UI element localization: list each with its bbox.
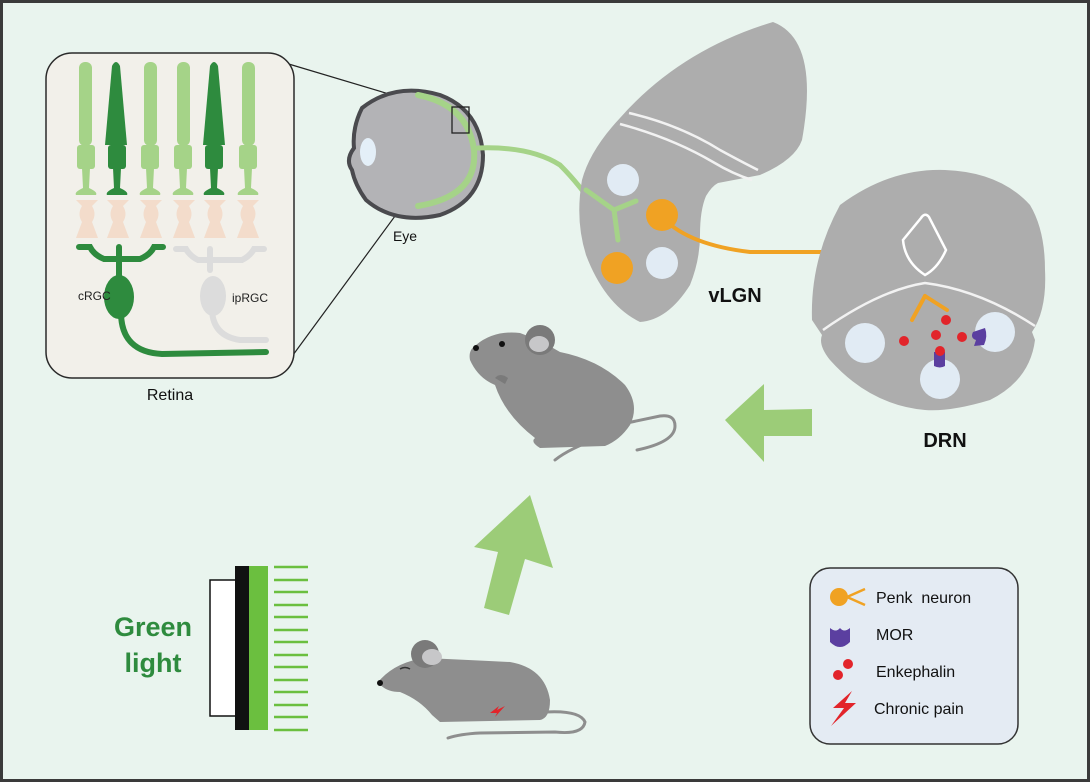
mor-receptor [934, 352, 945, 368]
eye: Eye [347, 88, 486, 244]
eye-label: Eye [393, 228, 417, 244]
vlgn-boundary-line [619, 122, 753, 182]
mouse-ear-inner [422, 649, 442, 665]
green-light-label-line2: light [125, 648, 182, 678]
legend-label-enkephalin: Enkephalin [876, 664, 955, 681]
legend-label-chronic-pain: Chronic pain [874, 701, 964, 718]
crgc-cell [76, 244, 269, 358]
iprgc-label: ipRGC [232, 291, 268, 305]
mouse-relieved [469, 325, 677, 462]
crgc-label: cRGC [78, 289, 111, 303]
light-rays [274, 565, 308, 732]
mouse-pain [377, 640, 587, 740]
mouse-nose [473, 345, 479, 351]
bipolar-cell [237, 200, 259, 238]
eye-lens-icon [360, 138, 376, 166]
cone-cell [203, 62, 225, 195]
mouse-paw [495, 375, 508, 384]
drn-nucleus [920, 359, 960, 399]
enkephalin-dot [941, 315, 951, 325]
vlgn-shape [579, 22, 807, 322]
enkephalin-dot-bound [935, 346, 945, 356]
rgc-terminal [583, 187, 639, 243]
vlgn-boundary-line [628, 111, 759, 172]
light-panel-frame [235, 566, 249, 730]
mouse-closed-eye [399, 666, 411, 670]
legend-label-penk: Penk neuron [876, 590, 971, 607]
mouse-nose [377, 680, 383, 686]
mouse-eye [499, 341, 505, 347]
eyeball-icon [347, 88, 486, 220]
enkephalin-dots [899, 315, 967, 346]
vlgn-nucleus [607, 164, 639, 196]
bipolar-cell [140, 200, 162, 238]
mouse-body [469, 332, 634, 448]
bipolar-cell [204, 200, 226, 238]
bipolar-cell [173, 200, 195, 238]
vlgn-nucleus [646, 247, 678, 279]
retina-zoom-box [451, 106, 470, 134]
rod-cell [172, 62, 194, 195]
mor-receptor [972, 328, 987, 346]
enkephalin-dot [899, 336, 909, 346]
iprgc-cell [173, 246, 269, 343]
arrow-up-icon [474, 495, 553, 615]
penk-neuron [601, 252, 633, 284]
vlgn-label: vLGN [708, 285, 761, 307]
mouse-body [378, 658, 550, 722]
retina-panel: cRGC ipRGC Retina [45, 52, 457, 404]
legend: Penk neuron MOR Enkephalin Chronic pain [809, 567, 1019, 745]
legend-label-mor: MOR [876, 627, 913, 644]
eye-retina-layer [415, 92, 478, 209]
green-light-source: Green light [114, 565, 308, 732]
drn-region: DRN [811, 169, 1046, 452]
light-housing [209, 579, 237, 717]
green-light-label-line1: Green [114, 612, 192, 642]
drn-nucleus [845, 323, 885, 363]
drn-boundary-line [822, 281, 1036, 332]
mor-icon [830, 628, 850, 647]
cone-cell [105, 62, 128, 195]
legend-box [809, 567, 1019, 745]
bipolar-cell-row [76, 200, 259, 238]
penk-neuron-icon [830, 587, 866, 607]
rod-cell [75, 62, 97, 195]
pain-lightning-icon [490, 706, 505, 717]
enkephalin-dot [931, 330, 941, 340]
mouse-ear-inner [529, 336, 549, 352]
rod-cell [139, 62, 161, 195]
penk-terminal [910, 294, 949, 322]
mouse-tail [446, 710, 587, 740]
bipolar-cell [107, 200, 129, 238]
photoreceptor-row [75, 62, 259, 195]
rod-cell [237, 62, 259, 195]
light-emitter [249, 566, 268, 730]
drn-label: DRN [923, 430, 966, 452]
enkephalin-dot [957, 332, 967, 342]
arrow-left-icon [725, 384, 812, 462]
aqueduct-outline [901, 213, 948, 277]
enkephalin-icon [833, 659, 853, 680]
bipolar-cell [76, 200, 98, 238]
retina-title: Retina [147, 387, 193, 404]
